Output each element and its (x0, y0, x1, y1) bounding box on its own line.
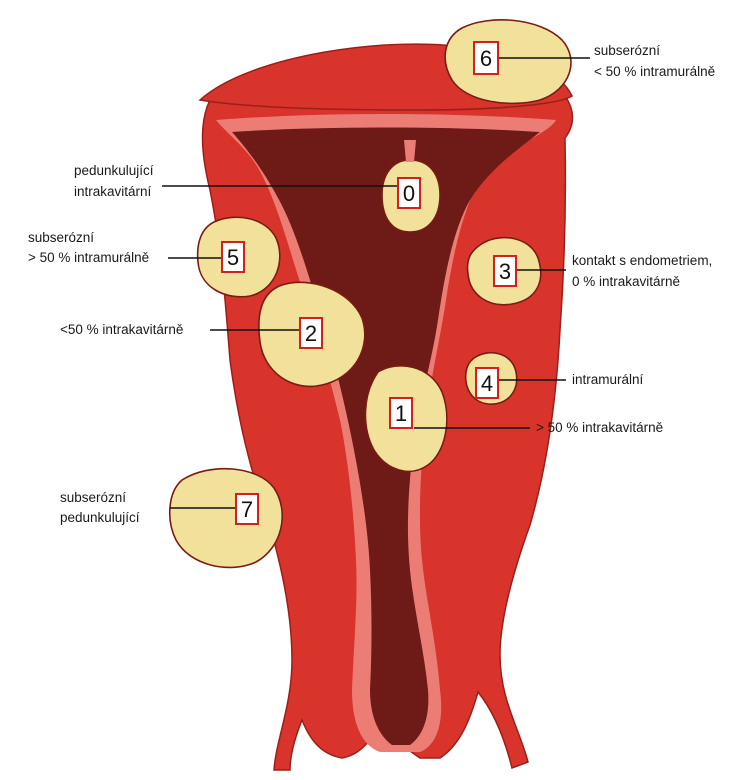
svg-text:> 50 % intramurálně: > 50 % intramurálně (28, 250, 149, 265)
svg-text:2: 2 (305, 321, 317, 346)
svg-text:subserózní: subserózní (60, 490, 126, 505)
label-5: subserózní > 50 % intramurálně (28, 230, 149, 265)
label-0: pedunkulující intrakavitární (74, 163, 154, 199)
number-box-7: 7 (236, 494, 258, 524)
svg-text:4: 4 (481, 371, 493, 396)
label-3: kontakt s endometriem, 0 % intrakavitárn… (572, 253, 712, 289)
svg-text:pedunkulující: pedunkulující (60, 510, 140, 525)
label-6: subserózní < 50 % intramurálně (594, 43, 715, 79)
label-4: intramurální (572, 372, 644, 387)
number-box-5: 5 (222, 242, 244, 272)
svg-text:0 % intrakavitárně: 0 % intrakavitárně (572, 274, 680, 289)
svg-text:> 50 % intrakavitárně: > 50 % intrakavitárně (536, 420, 663, 435)
number-box-0: 0 (398, 178, 420, 208)
number-box-3: 3 (494, 256, 516, 286)
svg-text:kontakt s endometriem,: kontakt s endometriem, (572, 253, 712, 268)
fibroid-7 (170, 469, 282, 568)
svg-text:0: 0 (403, 181, 415, 206)
svg-text:intramurální: intramurální (572, 372, 644, 387)
svg-text:subserózní: subserózní (594, 43, 660, 58)
number-box-4: 4 (476, 368, 498, 398)
svg-text:3: 3 (499, 259, 511, 284)
svg-text:6: 6 (480, 46, 492, 71)
number-box-2: 2 (300, 318, 322, 348)
label-1: > 50 % intrakavitárně (536, 420, 663, 435)
svg-text:5: 5 (227, 245, 239, 270)
label-2: <50 % intrakavitárně (60, 322, 183, 337)
fibroid-0-stalk (404, 140, 416, 162)
svg-text:1: 1 (395, 401, 407, 426)
fibroid-6 (445, 20, 571, 104)
svg-text:<50 % intrakavitárně: <50 % intrakavitárně (60, 322, 183, 337)
svg-text:intrakavitární: intrakavitární (74, 184, 152, 199)
number-box-1: 1 (390, 398, 412, 428)
label-7: subserózní pedunkulující (60, 490, 140, 525)
svg-text:7: 7 (241, 497, 253, 522)
svg-text:subserózní: subserózní (28, 230, 94, 245)
svg-text:pedunkulující: pedunkulující (74, 163, 154, 178)
number-box-6: 6 (474, 42, 498, 74)
svg-text:< 50 % intramurálně: < 50 % intramurálně (594, 64, 715, 79)
